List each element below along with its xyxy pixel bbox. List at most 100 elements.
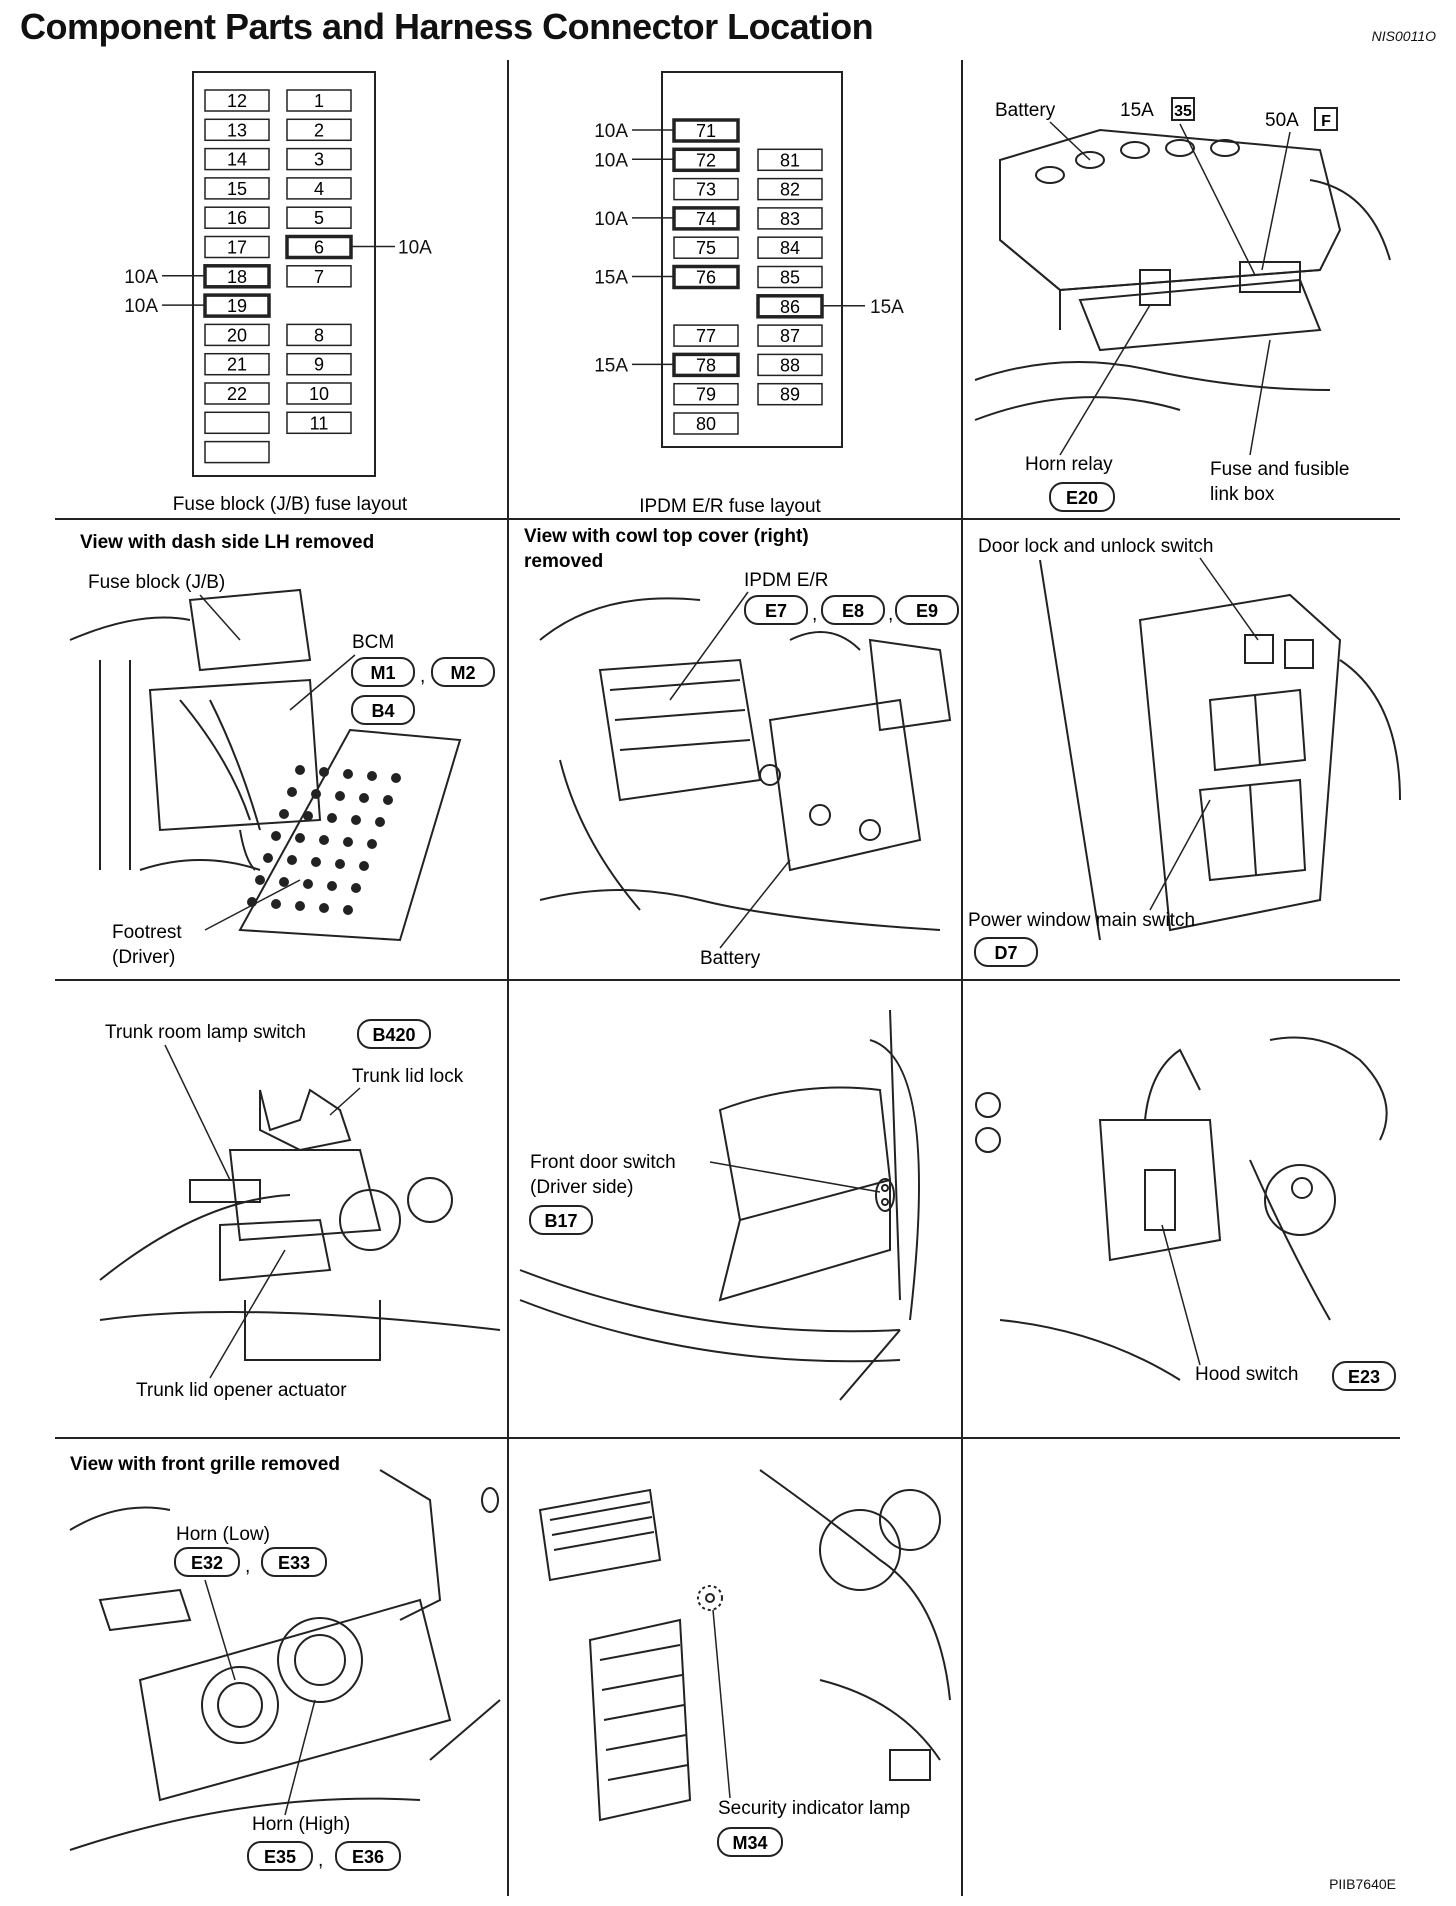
comma: , xyxy=(812,604,817,625)
fuse-number: 13 xyxy=(227,120,247,140)
footrest-hole xyxy=(351,815,361,825)
cowl-battery-label: Battery xyxy=(700,948,761,969)
fuse-slot xyxy=(286,265,352,288)
fuse-number: 5 xyxy=(314,208,324,228)
footrest-hole xyxy=(375,817,385,827)
fuse-number: 8 xyxy=(314,325,324,345)
fuse-number: 11 xyxy=(310,413,329,433)
fuse-slot xyxy=(286,352,352,376)
fuse-slot xyxy=(673,382,739,406)
grille-labels: View with front grille removed Horn (Low… xyxy=(70,1454,401,1871)
ipdm-caption: IPDM E/R fuse layout xyxy=(639,496,821,517)
power-window-switch-label: Power window main switch xyxy=(968,910,1195,931)
fuse-slot xyxy=(204,147,270,171)
footrest-hole xyxy=(295,833,305,843)
connector-b420 xyxy=(357,1019,431,1049)
battery-panel xyxy=(974,128,1391,421)
dash-panel-drawing xyxy=(69,588,462,942)
comma: , xyxy=(888,604,893,625)
fuse-number: 87 xyxy=(780,326,800,346)
hood-drawing xyxy=(975,1036,1388,1381)
footrest-hole xyxy=(311,789,321,799)
door-lock-switch-label: Door lock and unlock switch xyxy=(978,536,1214,557)
fuse-number: 19 xyxy=(227,296,247,316)
connector-e23-label: E23 xyxy=(1348,1367,1380,1387)
fuse-15a-label: 15A xyxy=(1120,100,1154,121)
connector-e8 xyxy=(821,595,885,625)
fuse-slot xyxy=(286,147,352,171)
front-door-drawing xyxy=(519,1009,920,1401)
fuse-rating: 15A xyxy=(594,268,628,289)
footrest-label-1: Footrest xyxy=(112,922,182,943)
footrest-hole xyxy=(255,875,265,885)
footrest-hole xyxy=(383,795,393,805)
connector-e9 xyxy=(895,595,959,625)
footrest-hole xyxy=(303,811,313,821)
fuse-slot xyxy=(286,411,352,435)
fuse-rating: 10A xyxy=(594,121,628,142)
connector-e7 xyxy=(744,595,808,625)
fuse-block-jb-label: Fuse block (J/B) xyxy=(88,572,225,593)
door-lock-drawing xyxy=(1039,559,1401,941)
fuse-number: 4 xyxy=(314,179,324,199)
fuse-number: 86 xyxy=(780,297,800,317)
footrest-hole xyxy=(303,879,313,889)
cowl-panel-drawing xyxy=(539,597,952,931)
fuse-slot xyxy=(757,265,823,289)
fuse-slot xyxy=(286,177,352,200)
connector-m1 xyxy=(351,657,415,687)
connector-e7-label: E7 xyxy=(765,601,787,621)
fuse-number: 2 xyxy=(314,120,324,140)
fuse-slot xyxy=(673,324,739,347)
fuse-number: 14 xyxy=(227,150,247,170)
fuse-rating: 10A xyxy=(398,238,432,259)
horn-low-label: Horn (Low) xyxy=(176,1524,270,1545)
fuse-slot xyxy=(757,207,823,230)
fuse-number: 76 xyxy=(696,268,716,288)
fuse-number: 82 xyxy=(780,180,800,200)
fuse-number: 80 xyxy=(696,414,716,434)
fuse-slot xyxy=(757,324,823,347)
connector-b4 xyxy=(351,695,415,725)
fuse-slot xyxy=(204,352,270,376)
connector-b17-label: B17 xyxy=(544,1211,577,1231)
connector-b4-label: B4 xyxy=(371,701,394,721)
fuse-number: 6 xyxy=(314,238,324,258)
fuse-rating: 10A xyxy=(594,150,628,171)
footrest-hole xyxy=(287,787,297,797)
fuse-number: 10 xyxy=(309,384,329,404)
connector-d7 xyxy=(974,937,1038,967)
footrest-hole xyxy=(391,773,401,783)
horn-relay-label: Horn relay xyxy=(1025,454,1113,475)
connector-e33 xyxy=(261,1547,327,1577)
fuse-rating: 10A xyxy=(124,267,158,288)
trunk-labels: Trunk room lamp switch B420 Trunk lid lo… xyxy=(105,1019,464,1401)
connector-e36-label: E36 xyxy=(352,1847,384,1867)
footrest-hole xyxy=(335,791,345,801)
trunk-actuator-label: Trunk lid opener actuator xyxy=(136,1380,347,1401)
bcm-label: BCM xyxy=(352,632,394,653)
trunk-lid-lock-label: Trunk lid lock xyxy=(352,1066,464,1087)
fuse-rating: 10A xyxy=(594,209,628,230)
connector-e8-label: E8 xyxy=(842,601,864,621)
footrest-hole xyxy=(327,881,337,891)
connector-b17 xyxy=(529,1205,593,1235)
connector-m1-label: M1 xyxy=(370,663,395,683)
comma: , xyxy=(245,1556,250,1577)
footrest-hole xyxy=(311,857,321,867)
comma: , xyxy=(420,666,425,687)
trunk-lamp-switch-label: Trunk room lamp switch xyxy=(105,1022,306,1043)
connector-e20-label: E20 xyxy=(1066,488,1098,508)
footrest-hole xyxy=(351,883,361,893)
fuse-number: 81 xyxy=(780,150,800,170)
fuse-slot xyxy=(204,411,270,435)
connector-e35 xyxy=(247,1841,313,1871)
fuse-slot xyxy=(673,412,739,435)
fuse-number: 88 xyxy=(780,355,800,375)
figure-code: PIIB7640E xyxy=(1329,1876,1396,1892)
fuse-number: 72 xyxy=(696,150,716,170)
footrest-hole xyxy=(279,877,289,887)
fuse-number: 79 xyxy=(696,385,716,405)
